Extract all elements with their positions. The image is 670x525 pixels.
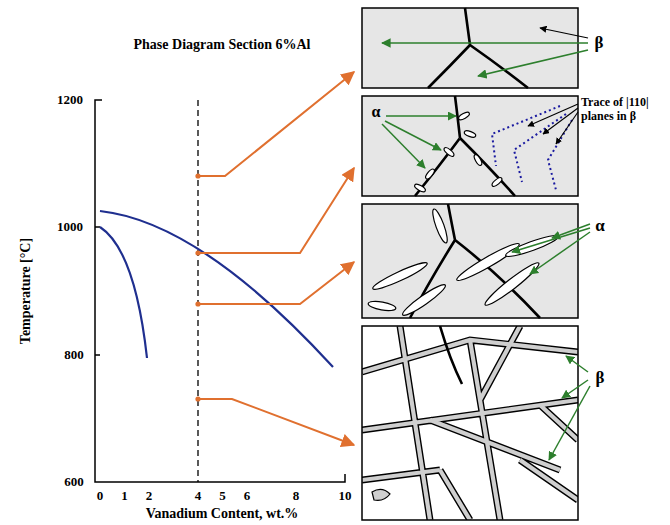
- panel-frame: [362, 204, 578, 318]
- alpha-plate: [400, 281, 448, 318]
- leader-arrow: [382, 124, 425, 168]
- alpha-plate: [368, 300, 397, 313]
- leader-arrow: [382, 42, 588, 44]
- alpha-plate: [473, 154, 483, 167]
- leader-arrow: [530, 232, 590, 274]
- temperature-arrow: [198, 72, 354, 176]
- leader-arrow: [566, 356, 588, 372]
- plane-trace: [492, 106, 560, 166]
- alpha-plate: [491, 176, 503, 188]
- axis-title: Temperature [°C]: [18, 238, 34, 344]
- beta-strip: [362, 326, 578, 520]
- plane-trace: [548, 120, 572, 190]
- trace-label: Trace of |110| planes in β: [581, 96, 667, 124]
- panel-ground: [362, 326, 578, 520]
- strip-outlines: [362, 326, 578, 520]
- leader-arrow: [478, 50, 588, 76]
- phase-label: α: [372, 103, 381, 121]
- start-dot: [195, 301, 200, 306]
- alpha-nuclei: [414, 111, 504, 193]
- tick-label: 10: [339, 489, 352, 504]
- leader-arrow: [540, 28, 588, 38]
- alpha-leaders: [382, 116, 456, 168]
- axis-frame: [95, 100, 345, 482]
- alpha-plate: [482, 259, 542, 309]
- tick-label: 6: [244, 489, 251, 504]
- alpha-leaders: [512, 224, 590, 274]
- strip-outline: [362, 326, 578, 520]
- tick-label: 2: [146, 489, 153, 504]
- phase-label: β: [595, 33, 604, 53]
- plane-traces: [492, 106, 572, 190]
- alpha-plate: [464, 130, 477, 139]
- tick-label: 8: [293, 489, 300, 504]
- tick-label: 0: [97, 489, 104, 504]
- microstructure-panel-4: [362, 326, 590, 520]
- tick-label: 1200: [57, 93, 83, 108]
- start-dot: [195, 250, 200, 255]
- start-dots: [195, 173, 200, 401]
- chart-title: Phase Diagram Section 6%Al: [134, 37, 311, 53]
- grain-boundary: [440, 326, 462, 384]
- composition-line: [197, 100, 198, 482]
- temperature-arrow: [198, 399, 354, 445]
- plane-trace: [514, 114, 566, 182]
- y-ticks: [95, 227, 100, 355]
- phase-boundaries: [100, 211, 333, 367]
- microstructure-panel-3: [362, 204, 590, 319]
- tick-label: 4: [195, 489, 202, 504]
- alpha-plate: [458, 111, 471, 121]
- microstructure-panel-2: [362, 96, 578, 196]
- leader-arrow: [543, 108, 578, 134]
- alpha-plate: [371, 259, 429, 293]
- beta-strips: [362, 326, 578, 520]
- alpha-laths: [368, 208, 560, 319]
- alpha-plate: [414, 183, 427, 193]
- trace-leaders: [528, 104, 578, 144]
- leader-arrow: [386, 115, 456, 117]
- beta-transus-curve: [100, 211, 333, 367]
- tick-label: 1000: [57, 220, 83, 235]
- alpha-plate: [430, 208, 450, 245]
- temperature-arrows: [198, 72, 354, 445]
- axes: [95, 100, 345, 482]
- grain-boundary: [415, 96, 515, 196]
- panel-frame: [362, 8, 578, 88]
- temperature-arrow: [198, 262, 354, 304]
- leader-arrow: [556, 112, 578, 144]
- axis-title: Vanadium Content, wt.%: [146, 506, 299, 522]
- microstructure-panel-1: [362, 8, 588, 88]
- strip-fills: [362, 326, 578, 520]
- temperature-arrow: [198, 168, 354, 253]
- tick-label: 600: [64, 475, 84, 490]
- alpha-plate: [424, 168, 436, 180]
- alpha-solvus-curve: [100, 227, 147, 358]
- panel-frame: [362, 326, 578, 520]
- start-dot: [195, 396, 200, 401]
- start-dot: [195, 173, 200, 178]
- phase-label: β: [596, 368, 605, 388]
- tick-label: 800: [64, 348, 84, 363]
- tick-label: 1: [121, 489, 128, 504]
- leader-arrow: [549, 386, 590, 460]
- tick-label: 5: [219, 489, 226, 504]
- panel-frame: [362, 96, 578, 196]
- alpha-plate: [443, 146, 455, 158]
- beta-pocket: [372, 489, 390, 500]
- beta-leaders: [549, 356, 590, 460]
- phase-label: α: [595, 216, 605, 236]
